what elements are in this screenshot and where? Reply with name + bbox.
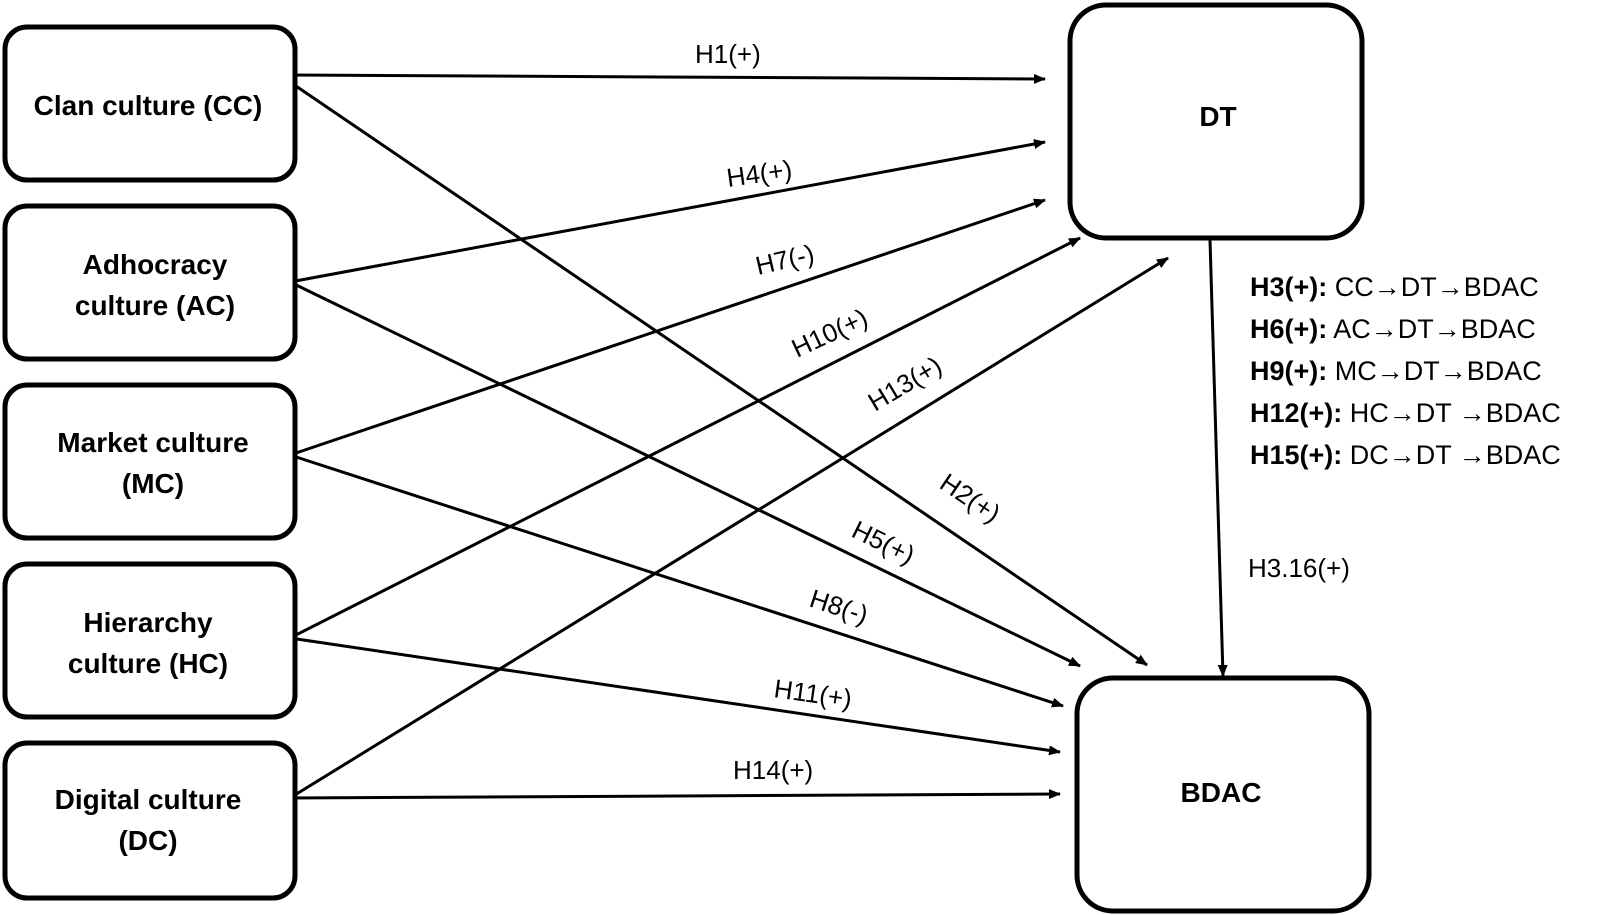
label-h1: H1(+) (695, 39, 761, 69)
node-hierarchy-culture-label-2: culture (HC) (68, 648, 228, 679)
edge-h2 (289, 80, 1148, 667)
edge-h10 (289, 236, 1081, 640)
node-hierarchy-culture-label-1: Hierarchy (83, 607, 213, 638)
mediation-item: H15(+): DC→DT →BDAC (1250, 440, 1561, 470)
node-market-culture-label-1: Market culture (57, 427, 248, 458)
node-dt: DT (1067, 2, 1365, 241)
edges (289, 73, 1228, 800)
label-h316: H3.16(+) (1248, 553, 1350, 583)
edge-h13 (289, 256, 1169, 800)
node-dt-label: DT (1199, 101, 1236, 132)
edge-h11 (289, 636, 1061, 756)
node-hierarchy-culture: Hierarchy culture (HC) (2, 561, 298, 720)
node-market-culture: Market culture (MC) (2, 382, 298, 541)
node-clan-culture: Clan culture (CC) (2, 24, 298, 183)
label-h10: H10(+) (787, 302, 872, 363)
edge-h14 (289, 789, 1061, 800)
node-bdac: BDAC (1074, 675, 1372, 914)
node-digital-culture: Digital culture (DC) (2, 740, 298, 901)
node-adhocracy-culture-label-1: Adhocracy (83, 249, 228, 280)
edge-h1 (289, 73, 1046, 84)
node-digital-culture-label-2: (DC) (118, 825, 177, 856)
node-bdac-label: BDAC (1181, 777, 1262, 808)
node-adhocracy-culture-label-2: culture (AC) (75, 290, 235, 321)
edge-h7 (289, 198, 1046, 457)
label-h5: H5(+) (847, 514, 919, 570)
edge-h316 (1208, 239, 1228, 677)
mediation-item: H12(+): HC→DT →BDAC (1250, 398, 1561, 428)
mediation-item: H3(+): CC→DT→BDAC (1250, 272, 1539, 302)
label-h13: H13(+) (863, 350, 947, 417)
mediation-hypotheses: H3(+): CC→DT→BDAC H6(+): AC→DT→BDAC H9(+… (1250, 272, 1561, 470)
label-h4: H4(+) (725, 154, 794, 193)
node-adhocracy-culture: Adhocracy culture (AC) (2, 203, 298, 362)
label-h7: H7(-) (753, 238, 817, 281)
node-market-culture-label-2: (MC) (122, 468, 184, 499)
label-h2: H2(+) (935, 467, 1006, 529)
edge-h5 (289, 280, 1081, 668)
edge-h8 (289, 453, 1064, 708)
node-digital-culture-label-1: Digital culture (55, 784, 242, 815)
label-h14: H14(+) (733, 755, 813, 785)
node-clan-culture-label: Clan culture (CC) (34, 90, 263, 121)
label-h8: H8(-) (806, 583, 872, 630)
mediation-item: H6(+): AC→DT→BDAC (1250, 314, 1536, 344)
edge-h4 (289, 139, 1046, 284)
label-h11: H11(+) (772, 673, 854, 714)
mediation-item: H9(+): MC→DT→BDAC (1250, 356, 1542, 386)
